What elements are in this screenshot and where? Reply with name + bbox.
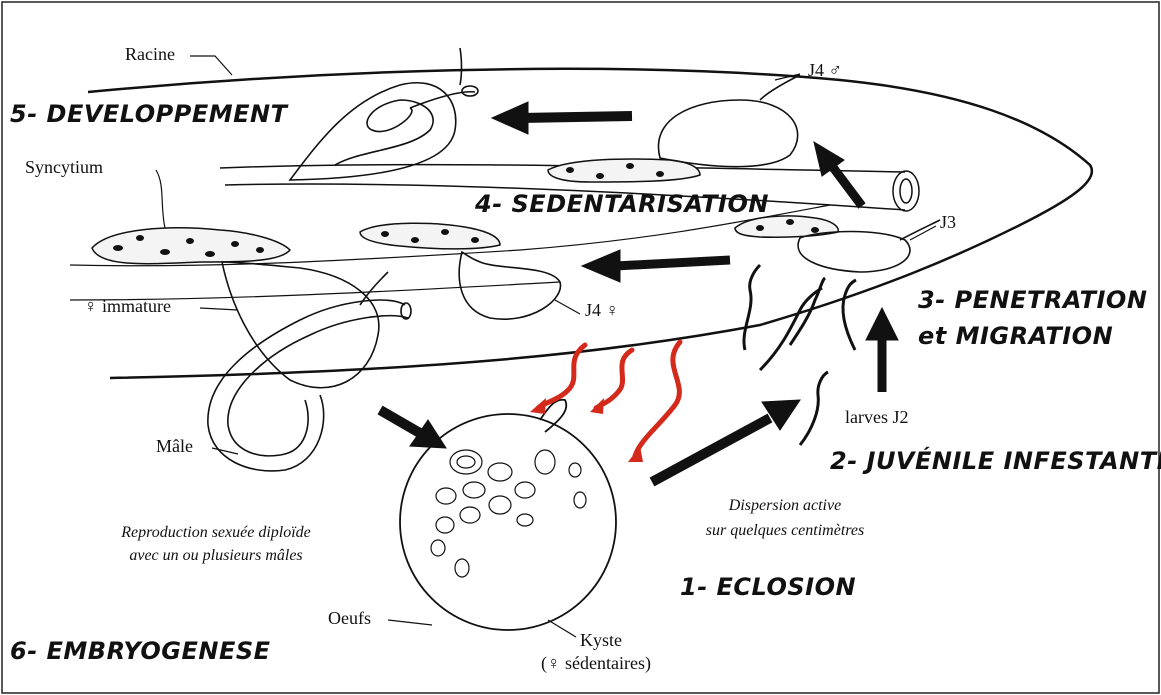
stage-6-title: 6- EMBRYOGENESE bbox=[10, 637, 271, 665]
label-oeufs: Oeufs bbox=[328, 608, 371, 629]
stage-1-title: 1- ECLOSION bbox=[680, 573, 856, 601]
j4-female-larva bbox=[459, 252, 560, 319]
j4-male-larva bbox=[658, 75, 800, 167]
male-worm bbox=[208, 300, 411, 471]
label-kyste-sub: (♀ sédentaires) bbox=[541, 653, 651, 674]
label-female-immature: ♀ immature bbox=[84, 296, 171, 317]
stage-4-title: 4- SEDENTARISATION bbox=[475, 190, 769, 218]
label-kyste: Kyste bbox=[580, 630, 622, 651]
label-larves-j2: larves J2 bbox=[845, 407, 908, 428]
note-dispersion-line1: Dispersion active bbox=[680, 495, 890, 517]
label-j4-female: J4 ♀ bbox=[585, 300, 619, 321]
stage-5-title: 5- DEVELOPPEMENT bbox=[10, 100, 287, 128]
developing-female bbox=[290, 48, 478, 180]
label-male: Mâle bbox=[156, 436, 193, 457]
note-dispersion-line2: sur quelques centimètres bbox=[680, 520, 890, 542]
stage-3-title-line1: 3- PENETRATION bbox=[918, 286, 1147, 314]
label-j4-male: J4 ♂ bbox=[808, 60, 842, 81]
note-reproduction-line2: avec un ou plusieurs mâles bbox=[96, 545, 336, 567]
immature-female bbox=[222, 262, 388, 388]
label-syncytium: Syncytium bbox=[25, 157, 103, 178]
label-j3: J3 bbox=[940, 212, 956, 233]
note-reproduction-line1: Reproduction sexuée diploïde bbox=[96, 522, 336, 544]
stage-2-title: 2- JUVÉNILE INFESTANTE bbox=[830, 447, 1161, 475]
label-racine: Racine bbox=[125, 44, 175, 65]
hatching-signal-arrows bbox=[538, 342, 680, 456]
stage-3-title-line2: et MIGRATION bbox=[918, 322, 1113, 350]
eggs bbox=[431, 450, 586, 577]
